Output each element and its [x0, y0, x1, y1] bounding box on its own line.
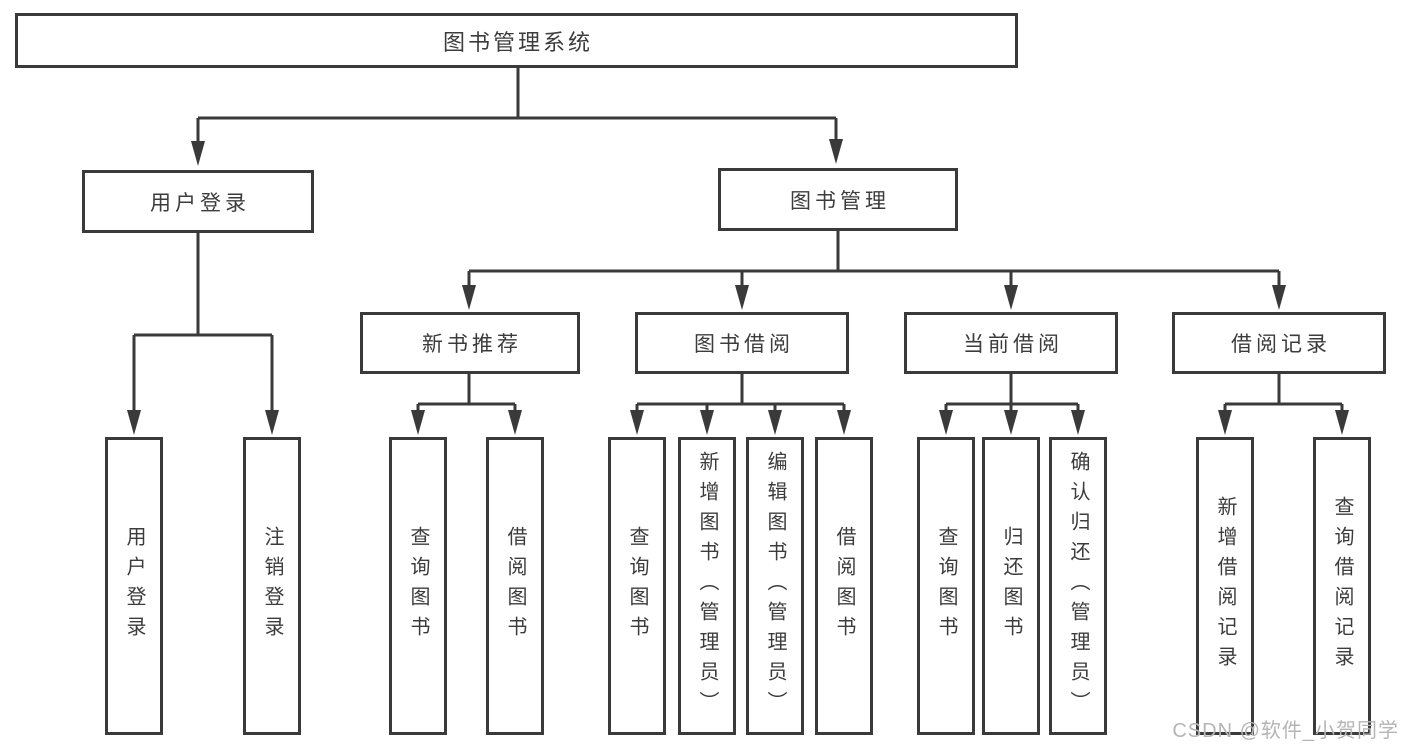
- leaf-borrow-books-recommend: 借阅图书: [486, 437, 544, 735]
- arrowhead-icon: [735, 285, 749, 310]
- arrowhead-icon: [411, 410, 425, 435]
- arrowhead-icon: [939, 410, 953, 435]
- arrowhead-icon: [1004, 285, 1018, 310]
- leaf-query-borrow-record: 查询借阅记录: [1313, 437, 1371, 735]
- node-new-book-recommendation: 新书推荐: [360, 312, 580, 374]
- leaf-return-books: 归还图书: [982, 437, 1040, 735]
- arrowhead-icon: [630, 410, 644, 435]
- arrowhead-icon: [1071, 410, 1085, 435]
- arrowhead-icon: [768, 410, 782, 435]
- arrowhead-icon: [127, 410, 141, 435]
- leaf-confirm-return-admin: 确认归还（管理员）: [1049, 437, 1107, 735]
- leaf-query-books-current: 查询图书: [917, 437, 975, 735]
- node-user-login-branch: 用户登录: [82, 170, 314, 233]
- leaf-query-books-borrowing: 查询图书: [608, 437, 666, 735]
- csdn-watermark: CSDN @软件_小贺同学: [1172, 720, 1399, 742]
- arrowhead-icon: [508, 410, 522, 435]
- leaf-logout: 注销登录: [243, 437, 301, 735]
- arrowhead-icon: [1004, 410, 1018, 435]
- node-book-management-branch: 图书管理: [718, 168, 958, 231]
- arrowhead-icon: [191, 141, 205, 166]
- arrowheads: [127, 139, 1349, 435]
- leaf-user-login: 用户登录: [105, 437, 163, 735]
- leaf-add-books-admin: 新增图书（管理员）: [678, 437, 736, 735]
- arrowhead-icon: [837, 410, 851, 435]
- arrowhead-icon: [1218, 410, 1232, 435]
- arrowhead-icon: [462, 285, 476, 310]
- node-borrowing-records: 借阅记录: [1172, 312, 1386, 374]
- arrowhead-icon: [1272, 285, 1286, 310]
- leaf-add-borrow-record: 新增借阅记录: [1196, 437, 1254, 735]
- arrowhead-icon: [700, 410, 714, 435]
- leaf-edit-books-admin: 编辑图书（管理员）: [746, 437, 804, 735]
- node-book-borrowing: 图书借阅: [635, 312, 849, 374]
- arrowhead-icon: [1335, 410, 1349, 435]
- leaf-query-books-recommend: 查询图书: [389, 437, 447, 735]
- node-library-management-system: 图书管理系统: [15, 13, 1018, 68]
- arrowhead-icon: [829, 139, 843, 164]
- node-current-borrowing: 当前借阅: [904, 312, 1118, 374]
- arrowhead-icon: [265, 410, 279, 435]
- leaf-borrow-books: 借阅图书: [815, 437, 873, 735]
